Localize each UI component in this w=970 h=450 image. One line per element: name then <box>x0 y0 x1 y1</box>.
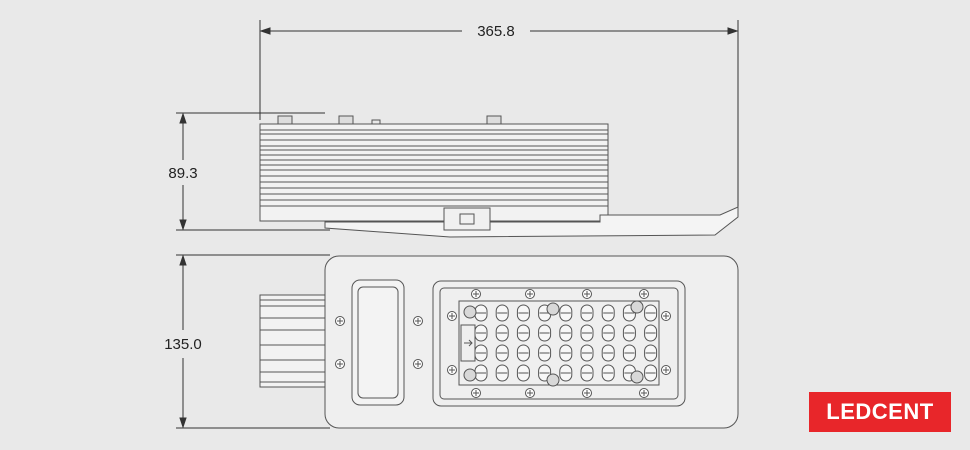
screw-icon <box>639 388 649 398</box>
led-chip <box>644 364 658 382</box>
sensor-dot <box>463 305 477 319</box>
screw-icon <box>582 289 592 299</box>
width-dimension <box>176 254 330 429</box>
led-chip <box>495 364 509 382</box>
led-chip <box>559 304 573 322</box>
led-chip <box>622 344 636 362</box>
screw-icon <box>661 311 671 321</box>
screw-icon <box>413 359 423 369</box>
screw-icon <box>335 359 345 369</box>
led-chip <box>538 344 552 362</box>
led-chip <box>580 364 594 382</box>
height-label: 89.3 <box>168 165 197 182</box>
led-chip <box>516 324 530 342</box>
led-chip <box>644 344 658 362</box>
screw-icon <box>447 365 457 375</box>
led-chip <box>516 344 530 362</box>
sensor-dot <box>630 300 644 314</box>
led-chip <box>601 364 615 382</box>
led-chip <box>601 304 615 322</box>
sensor-dot <box>546 373 560 387</box>
led-chip <box>516 304 530 322</box>
screw-icon <box>471 388 481 398</box>
led-chip <box>474 344 488 362</box>
led-chip <box>474 364 488 382</box>
led-chip <box>474 324 488 342</box>
led-chip <box>580 344 594 362</box>
width-label: 135.0 <box>164 336 202 353</box>
led-chip <box>559 324 573 342</box>
led-chip <box>559 344 573 362</box>
led-chip <box>601 344 615 362</box>
screw-icon <box>471 289 481 299</box>
led-chip <box>644 324 658 342</box>
length-label: 365.8 <box>477 23 515 40</box>
led-chip <box>559 364 573 382</box>
screw-icon <box>661 365 671 375</box>
ledcent-logo: LEDCENT <box>809 392 951 432</box>
side-view <box>259 115 739 238</box>
screw-icon <box>447 311 457 321</box>
top-view <box>259 255 739 429</box>
screw-icon <box>525 289 535 299</box>
led-chip <box>495 344 509 362</box>
screw-icon <box>413 316 423 326</box>
led-chip <box>495 304 509 322</box>
led-chip <box>474 304 488 322</box>
led-chip <box>601 324 615 342</box>
height-dimension <box>176 112 330 231</box>
sensor-dot <box>546 302 560 316</box>
led-chip <box>644 304 658 322</box>
sensor-dot <box>463 368 477 382</box>
sensor-dot <box>630 370 644 384</box>
led-chip <box>580 324 594 342</box>
led-chip <box>516 364 530 382</box>
led-chip <box>495 324 509 342</box>
led-chip <box>580 304 594 322</box>
screw-icon <box>335 316 345 326</box>
screw-icon <box>525 388 535 398</box>
screw-icon <box>639 289 649 299</box>
length-dimension <box>259 20 739 215</box>
led-chip <box>538 324 552 342</box>
led-chip <box>622 324 636 342</box>
screw-icon <box>582 388 592 398</box>
